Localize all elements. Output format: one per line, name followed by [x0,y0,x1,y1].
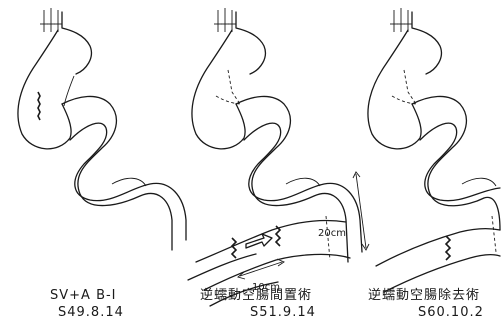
panel-1-mesentery [112,178,146,186]
panel-1-stomach [18,30,71,149]
panel-3-bowel-outer [412,96,500,230]
panel-2-procedure-label: 逆蠕動空腸間置術 [200,287,312,303]
panel-2-date-label: S51.9.14 [250,305,316,320]
panel-1-bowel-inner [70,123,186,240]
panel-2-length-long: 20cm [318,228,346,239]
panel-1-procedure-label: SV+A B-Ⅰ [50,288,117,303]
panel-1-vagotomy-marks [40,8,62,32]
panel-2-dimension-10cm [240,262,282,276]
panel-1-bowel-outer [62,96,172,250]
panel-3-drawing [368,8,500,292]
panel-3-resection-mark [492,216,496,252]
panel-3-date-label: S60.10.2 [418,305,484,320]
panel-3-vagotomy-marks [390,8,412,32]
panel-2-vagotomy-marks [214,8,236,32]
panel-1-anastomosis [38,92,40,120]
panel-2-peristalsis-arrow [246,234,272,248]
panel-3-procedure-label: 逆蠕動空腸除去術 [368,287,480,303]
panel-2-stomach [192,30,245,149]
panel-2-anastomosis-proximal [232,238,236,258]
panel-3-jejunum-lower [384,255,500,292]
panel-2-esophagus [236,12,265,74]
panel-3-stomach [368,30,421,149]
panel-3-esophagus [412,12,441,74]
panel-3-anastomosis [446,236,450,260]
panel-3-jejunum-upper [376,229,500,266]
panel-1-esophagus [62,12,91,74]
panel-1-drawing [18,8,186,250]
panel-2-drawing: 20cm 10cm [188,8,369,306]
panel-3-prior-resection-line [404,70,416,104]
panel-3-bowel-inner [420,123,500,201]
panel-2-prior-resection-line [228,70,240,104]
panel-2-interposed-segment [196,220,346,262]
panel-1-date-label: S49.8.14 [58,305,124,320]
